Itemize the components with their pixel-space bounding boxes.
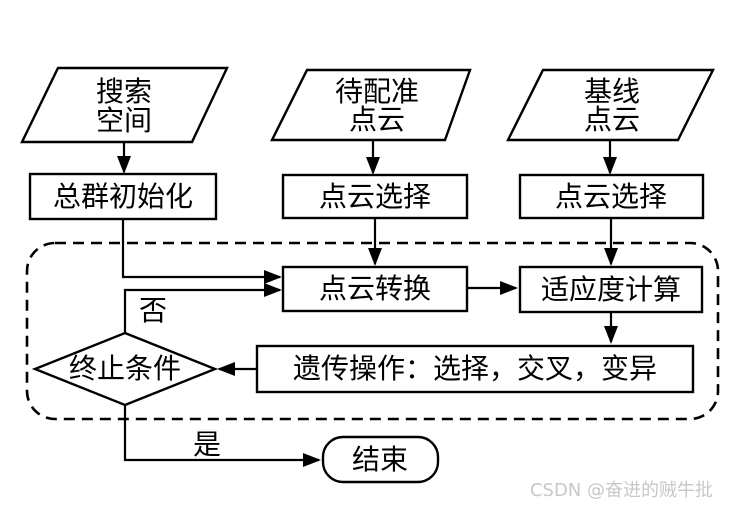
population-init-label: 总群初始化 — [53, 180, 193, 213]
arrow-yes-branch-to-end — [123, 405, 321, 467]
cloud-transform-rect — [281, 265, 469, 313]
target-cloud-parallelogram — [270, 68, 472, 142]
node-end: 结束 — [321, 435, 440, 484]
cloud-select-baseline-label: 点云选择 — [555, 180, 667, 213]
baseline-cloud-label-line2: 点云 — [584, 103, 640, 136]
search-space-label-line1: 搜索 — [96, 75, 152, 108]
ga-loop-dashed-boundary — [25, 241, 720, 421]
cloud-select-target-label: 点云选择 — [319, 180, 431, 213]
node-cloud-select-target: 点云选择 — [281, 173, 469, 220]
cloud-select-baseline-rect — [518, 173, 705, 220]
node-baseline-cloud: 基线 点云 — [506, 68, 715, 142]
genetic-ops-label: 遗传操作：选择，交叉，变异 — [293, 352, 657, 385]
arrow-population-init-to-cloud-transform — [121, 219, 282, 284]
baseline-cloud-parallelogram — [506, 68, 715, 142]
edge-label-no: 否 — [139, 294, 167, 327]
watermark: CSDN @奋进的贼牛批 — [530, 480, 713, 501]
node-fitness-calc: 适应度计算 — [518, 265, 704, 314]
flow-edges: 否 是 — [117, 140, 618, 467]
target-cloud-label-line2: 点云 — [349, 103, 405, 136]
node-genetic-ops: 遗传操作：选择，交叉，变异 — [255, 344, 695, 394]
cloud-transform-label: 点云转换 — [319, 272, 431, 305]
node-population-init: 总群初始化 — [28, 172, 218, 221]
arrow-no-branch-to-cloud-transform — [123, 283, 282, 333]
target-cloud-label-line1: 待配准 — [335, 75, 419, 108]
end-terminal — [321, 435, 440, 484]
node-termination-decision: 终止条件 — [31, 331, 219, 407]
node-search-space: 搜索 空间 — [20, 66, 229, 144]
baseline-cloud-label-line1: 基线 — [584, 75, 640, 108]
fitness-calc-rect — [518, 265, 704, 314]
node-cloud-select-baseline: 点云选择 — [518, 173, 705, 220]
node-cloud-transform: 点云转换 — [281, 265, 469, 313]
fitness-calc-label: 适应度计算 — [541, 273, 681, 306]
search-space-parallelogram — [20, 66, 229, 144]
edge-label-yes: 是 — [193, 428, 221, 461]
node-target-cloud: 待配准 点云 — [270, 68, 472, 142]
genetic-ops-rect — [255, 344, 695, 394]
termination-diamond — [31, 331, 219, 407]
termination-label: 终止条件 — [69, 352, 181, 385]
search-space-label-line2: 空间 — [96, 104, 152, 137]
population-init-rect — [28, 172, 218, 221]
end-label: 结束 — [352, 443, 408, 476]
cloud-select-target-rect — [281, 173, 469, 220]
